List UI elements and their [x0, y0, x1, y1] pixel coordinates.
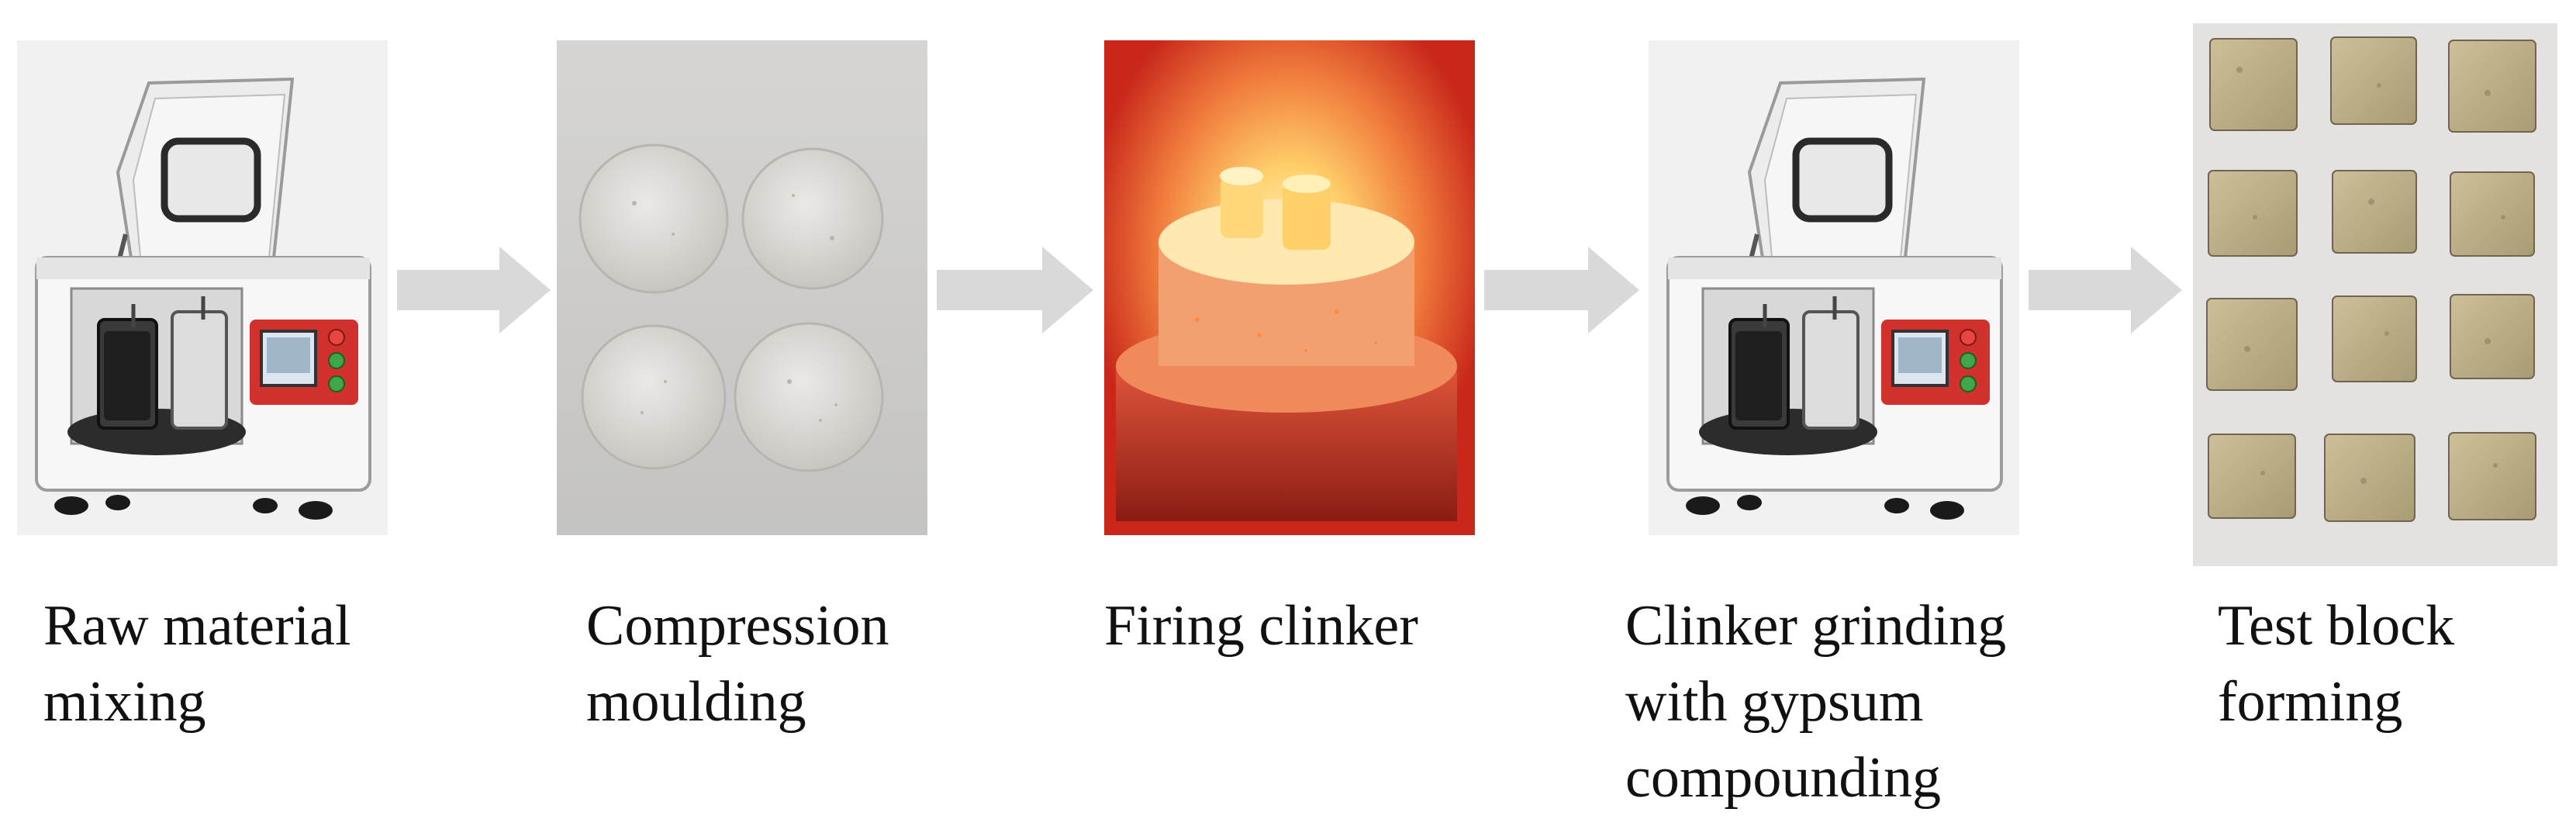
ball-mill-photo-1 [17, 40, 388, 535]
step-5-caption-line-2: forming [2218, 670, 2403, 734]
step-1-caption-line-1: Raw material [43, 594, 351, 658]
step-3-caption-line-1: Firing clinker [1104, 594, 1418, 658]
cement-test-blocks-illustration [2193, 23, 2557, 566]
step-5-caption-line-1: Test block [2218, 594, 2455, 658]
step-4-caption-line-2: with gypsum [1625, 670, 1924, 734]
step-4-caption-line-3: compounding [1625, 746, 1941, 810]
flow-arrow-2 [937, 247, 1093, 333]
cement-test-blocks-photo [2193, 23, 2557, 566]
step-4-caption-line-1: Clinker grinding [1625, 594, 2007, 658]
step-3-caption: Firing clinker [1104, 588, 1418, 664]
step-4-caption: Clinker grinding with gypsum compounding [1625, 588, 2006, 816]
furnace-firing-illustration [1104, 40, 1475, 535]
ball-mill-illustration [1649, 40, 2019, 535]
flow-arrow-4 [2029, 247, 2182, 333]
step-1-caption: Raw material mixing [43, 588, 351, 740]
step-2-caption-line-2: moulding [586, 670, 806, 734]
step-1-caption-line-2: mixing [43, 670, 206, 734]
flow-arrow-3 [1484, 247, 1639, 333]
pressed-cylinders-photo [557, 40, 927, 535]
furnace-firing-photo [1104, 40, 1475, 535]
flow-arrow-1 [397, 247, 551, 333]
ball-mill-illustration [17, 40, 388, 535]
step-5-caption: Test block forming [2218, 588, 2454, 740]
ball-mill-photo-2 [1649, 40, 2019, 535]
step-2-caption: Compression moulding [586, 588, 889, 740]
pressed-cylinders-illustration [557, 40, 927, 535]
step-2-caption-line-1: Compression [586, 594, 889, 658]
